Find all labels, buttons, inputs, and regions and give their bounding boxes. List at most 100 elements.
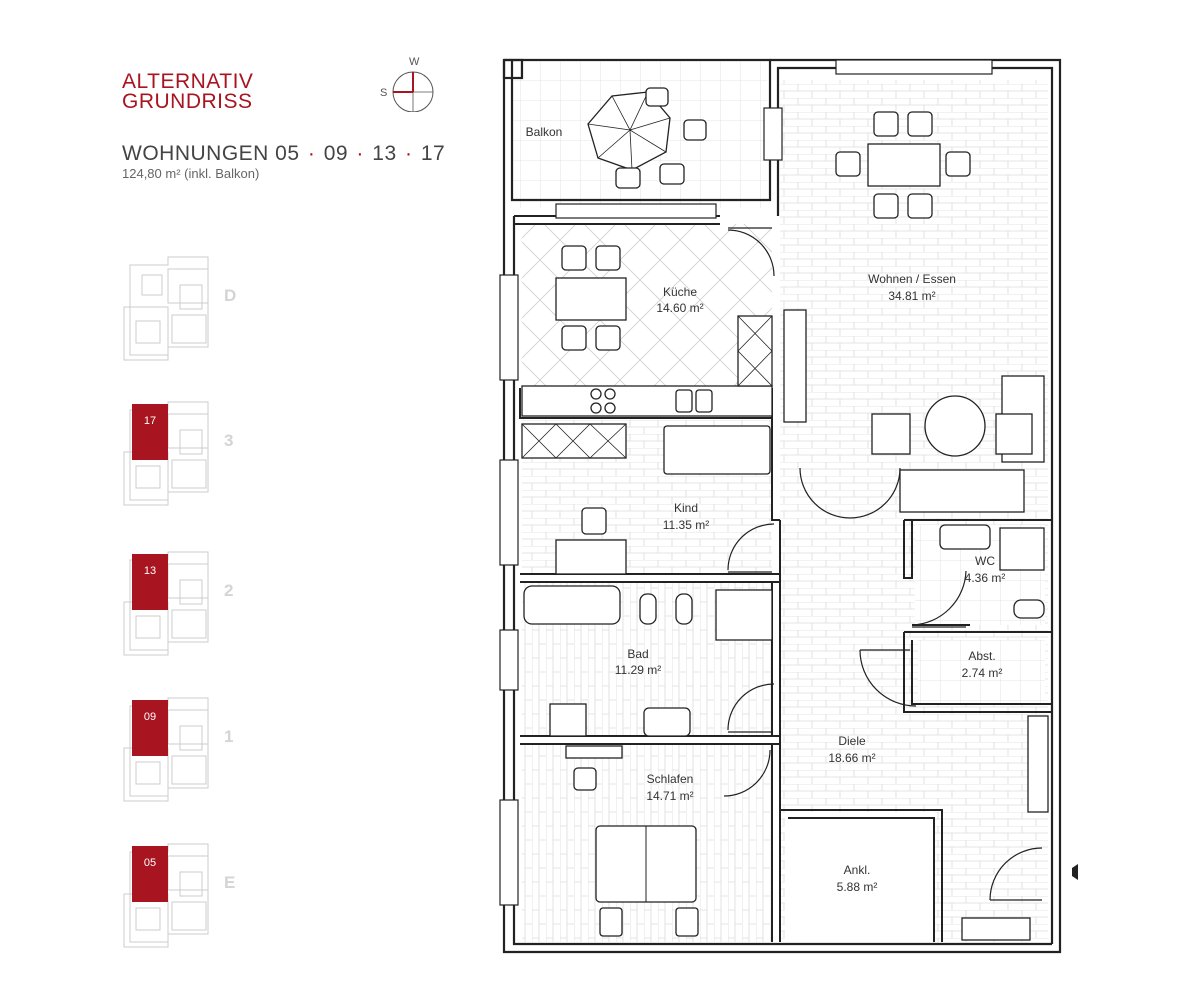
floor-level-label: D bbox=[224, 286, 236, 305]
floor-unit-number: 05 bbox=[144, 857, 156, 869]
hall-cabinet bbox=[1027, 715, 1049, 813]
desk bbox=[555, 539, 627, 575]
stove-icon bbox=[604, 402, 616, 414]
dining-chair bbox=[907, 193, 933, 219]
bathtub bbox=[523, 585, 621, 625]
unit-highlight bbox=[132, 404, 168, 460]
kitchen-chair bbox=[561, 325, 587, 351]
floor-unit-number: 09 bbox=[144, 711, 156, 723]
kitchen-chair bbox=[595, 245, 621, 271]
wc-shower bbox=[999, 527, 1045, 571]
floor-level-label: 2 bbox=[224, 581, 233, 600]
floor-thumbnail-3[interactable]: 17 3 bbox=[122, 390, 252, 520]
kitchen-chair bbox=[561, 245, 587, 271]
sideboard bbox=[899, 469, 1025, 513]
sink-icon bbox=[675, 389, 693, 413]
plan-title: ALTERNATIV GRUNDRISS bbox=[122, 70, 254, 113]
toilet-icon bbox=[675, 593, 693, 625]
shower bbox=[715, 589, 773, 641]
wc-sink-icon bbox=[939, 524, 991, 550]
room-area: 14.71 m² bbox=[646, 789, 693, 803]
doors bbox=[723, 227, 1043, 901]
wardrobe bbox=[521, 423, 627, 459]
room-area: 5.88 m² bbox=[837, 880, 878, 894]
room-name: Wohnen / Essen bbox=[868, 272, 956, 286]
room-area: 18.66 m² bbox=[828, 751, 875, 765]
balcony-chair bbox=[683, 119, 707, 141]
kitchen-table bbox=[555, 277, 627, 321]
unit-highlight bbox=[132, 554, 168, 610]
kids-bed bbox=[663, 425, 771, 475]
floor-level-label: 1 bbox=[224, 727, 233, 746]
dining-table bbox=[867, 143, 941, 187]
room-area: 2.74 m² bbox=[962, 666, 1003, 680]
balcony-chair bbox=[645, 87, 669, 107]
shoe-rack bbox=[961, 917, 1031, 941]
room-name: Balkon bbox=[526, 125, 563, 139]
unit-number: 13 bbox=[372, 142, 397, 165]
room-name: Bad bbox=[627, 647, 648, 661]
floor-unit-number: 13 bbox=[144, 565, 156, 577]
unit-number: 05 bbox=[275, 142, 300, 165]
kitchen-chair bbox=[595, 325, 621, 351]
dresser bbox=[565, 745, 623, 759]
dining-chair bbox=[835, 151, 861, 177]
desk-chair bbox=[581, 507, 607, 535]
floor-thumbnail-1[interactable]: 09 1 bbox=[122, 686, 252, 816]
unit-separator: · bbox=[307, 142, 316, 165]
units-prefix: WOHNUNGEN bbox=[122, 142, 269, 165]
compass-icon: W S bbox=[380, 56, 434, 112]
balcony-chair bbox=[659, 163, 685, 185]
compass-south: S bbox=[380, 87, 387, 99]
floor-thumbnail-d[interactable]: D bbox=[122, 245, 252, 375]
room-name: Küche bbox=[663, 285, 697, 299]
title-line-2: GRUNDRISS bbox=[122, 90, 253, 113]
stove-icon bbox=[604, 388, 616, 400]
compass-west: W bbox=[409, 56, 420, 68]
armchair bbox=[995, 413, 1033, 455]
floor-level-label: 3 bbox=[224, 431, 233, 450]
room-area: 11.29 m² bbox=[615, 663, 661, 677]
room-name: WC bbox=[975, 554, 995, 568]
entrance-arrow-icon bbox=[1072, 864, 1078, 880]
unit-number: 09 bbox=[323, 142, 349, 165]
unit-number: 17 bbox=[420, 142, 446, 165]
room-name: Diele bbox=[838, 734, 866, 748]
coffee-table bbox=[924, 395, 986, 457]
balcony-chair bbox=[615, 167, 641, 189]
room-area: 34.81 m² bbox=[888, 289, 935, 303]
floor-thumbnail-2[interactable]: 13 2 bbox=[122, 540, 252, 670]
floor-unit-number: 17 bbox=[144, 415, 156, 427]
room-name: Ankl. bbox=[844, 863, 871, 877]
title-line-1: ALTERNATIV bbox=[122, 70, 254, 93]
armchair bbox=[871, 413, 911, 455]
room-name: Schlafen bbox=[647, 772, 694, 786]
floor-level-label: E bbox=[224, 873, 235, 892]
furniture bbox=[521, 87, 1049, 941]
room-area: 14.60 m² bbox=[656, 301, 703, 315]
unit-separator: · bbox=[404, 142, 413, 165]
room-name: Abst. bbox=[968, 649, 995, 663]
unit-highlight bbox=[132, 700, 168, 756]
unit-list: WOHNUNGEN 05 · 09 · 13 · 17 bbox=[122, 142, 445, 166]
total-area: 124,80 m² (inkl. Balkon) bbox=[122, 166, 260, 181]
unit-separator: · bbox=[356, 142, 364, 165]
floor-abst bbox=[918, 640, 1045, 705]
room-area: 11.35 m² bbox=[663, 518, 709, 532]
sink-icon bbox=[695, 389, 713, 413]
bidet-icon bbox=[639, 593, 657, 625]
wc-toilet-icon bbox=[1013, 599, 1045, 619]
stove-icon bbox=[590, 388, 602, 400]
nightstand bbox=[599, 907, 623, 937]
floor-ankl bbox=[785, 812, 935, 942]
divider-cabinet bbox=[783, 309, 807, 423]
unit-highlight bbox=[132, 846, 168, 902]
dining-chair bbox=[907, 111, 933, 137]
kitchen-cabinet bbox=[737, 315, 773, 387]
windows bbox=[499, 59, 993, 906]
bedroom-chair bbox=[573, 767, 597, 791]
room-name: Kind bbox=[674, 501, 698, 515]
room-area: 4.36 m² bbox=[965, 571, 1006, 585]
